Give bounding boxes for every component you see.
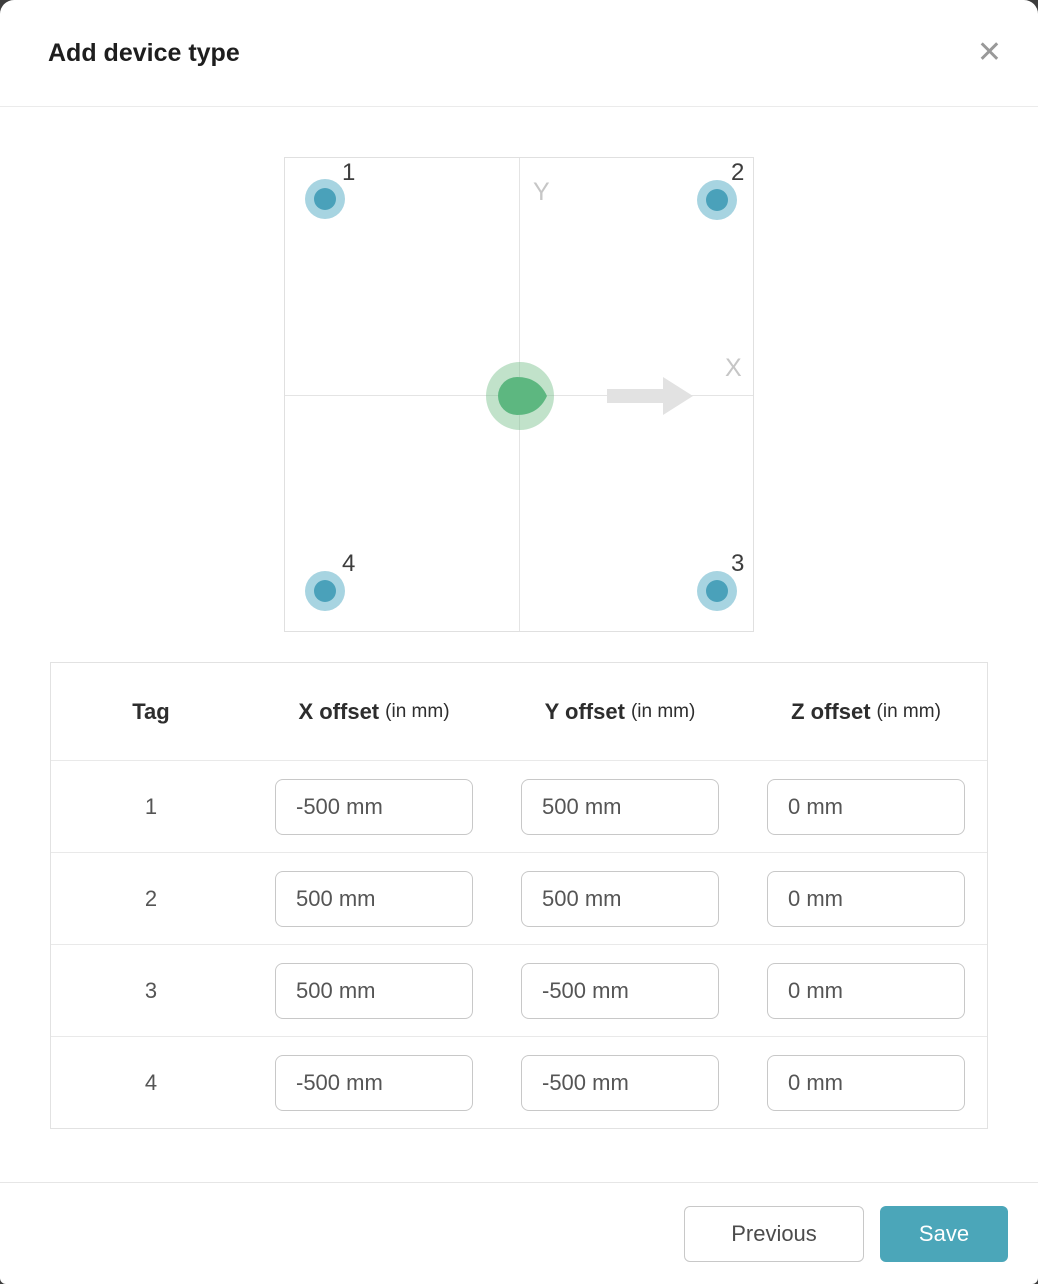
tag-dot-1	[305, 179, 345, 219]
tag-id-cell: 1	[144, 793, 158, 819]
y-offset-input-tag4[interactable]	[521, 1054, 719, 1111]
table-row: 3	[51, 944, 987, 1036]
tag-id-cell: 4	[144, 1069, 158, 1095]
tag-label-1: 1	[342, 159, 356, 186]
x-offset-input-tag1[interactable]	[275, 778, 473, 835]
x-offset-input-tag3[interactable]	[275, 962, 473, 1019]
header-y-offset: Y offset (in mm)	[544, 698, 696, 724]
tag-dot-3-inner	[706, 580, 728, 602]
x-direction-arrow-icon	[663, 377, 693, 415]
modal-footer: Previous Save	[0, 1182, 1038, 1284]
tag-label-3: 3	[731, 550, 745, 577]
x-offset-input-tag4[interactable]	[275, 1054, 473, 1111]
tag-dot-1-inner	[314, 188, 336, 210]
tag-dot-2-inner	[706, 189, 728, 211]
tag-dot-2	[697, 180, 737, 220]
table-row: 2	[51, 852, 987, 944]
tag-layout-diagram-wrap: Y X 1 2 3 4	[0, 157, 1038, 632]
z-offset-input-tag3[interactable]	[767, 962, 965, 1019]
tag-layout-diagram: Y X 1 2 3 4	[284, 157, 754, 632]
x-direction-arrow-shaft	[607, 389, 663, 403]
modal-header: Add device type ✕	[0, 0, 1038, 107]
x-axis-label: X	[725, 354, 742, 382]
tag-label-4: 4	[342, 550, 356, 577]
z-offset-input-tag2[interactable]	[767, 870, 965, 927]
tag-label-2: 2	[731, 159, 745, 186]
close-icon[interactable]: ✕	[976, 36, 1002, 69]
y-axis-label: Y	[533, 178, 550, 206]
table-row: 4	[51, 1036, 987, 1128]
header-tag: Tag	[132, 698, 170, 724]
modal-title: Add device type	[48, 38, 240, 67]
table-row: 1	[51, 760, 987, 852]
z-offset-input-tag1[interactable]	[767, 778, 965, 835]
device-origin-pointer-icon	[498, 377, 547, 415]
tag-offset-table: Tag X offset (in mm) Y offset (in mm) Z …	[50, 662, 988, 1129]
tag-dot-3	[697, 571, 737, 611]
tag-id-cell: 2	[144, 885, 158, 911]
tag-dot-4-inner	[314, 580, 336, 602]
tag-dot-4	[305, 571, 345, 611]
tag-id-cell: 3	[144, 977, 158, 1003]
y-offset-input-tag1[interactable]	[521, 778, 719, 835]
y-offset-input-tag3[interactable]	[521, 962, 719, 1019]
header-z-offset: Z offset (in mm)	[791, 698, 941, 724]
z-offset-input-tag4[interactable]	[767, 1054, 965, 1111]
y-offset-input-tag2[interactable]	[521, 870, 719, 927]
save-button[interactable]: Save	[880, 1205, 1008, 1262]
x-offset-input-tag2[interactable]	[275, 870, 473, 927]
header-x-offset: X offset (in mm)	[298, 698, 450, 724]
previous-button[interactable]: Previous	[684, 1205, 864, 1262]
table-header-row: Tag X offset (in mm) Y offset (in mm) Z …	[51, 663, 987, 760]
